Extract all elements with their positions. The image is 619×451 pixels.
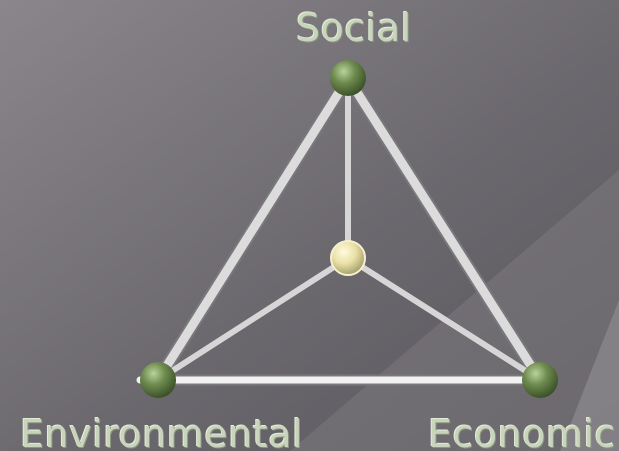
- label-economic: Economic: [428, 412, 616, 451]
- rods: [136, 71, 547, 387]
- rod-social-economic: [343, 73, 545, 385]
- label-environmental: Environmental: [20, 412, 303, 451]
- node-social: [330, 60, 366, 96]
- rod-social-environmental: [153, 73, 353, 385]
- label-social: Social: [296, 6, 412, 50]
- node-center: [330, 240, 366, 276]
- rod-environmental-center: [155, 255, 351, 383]
- node-economic: [522, 362, 558, 398]
- background-corner: [560, 300, 619, 451]
- rod-economic-center: [345, 255, 543, 383]
- node-environmental: [140, 362, 176, 398]
